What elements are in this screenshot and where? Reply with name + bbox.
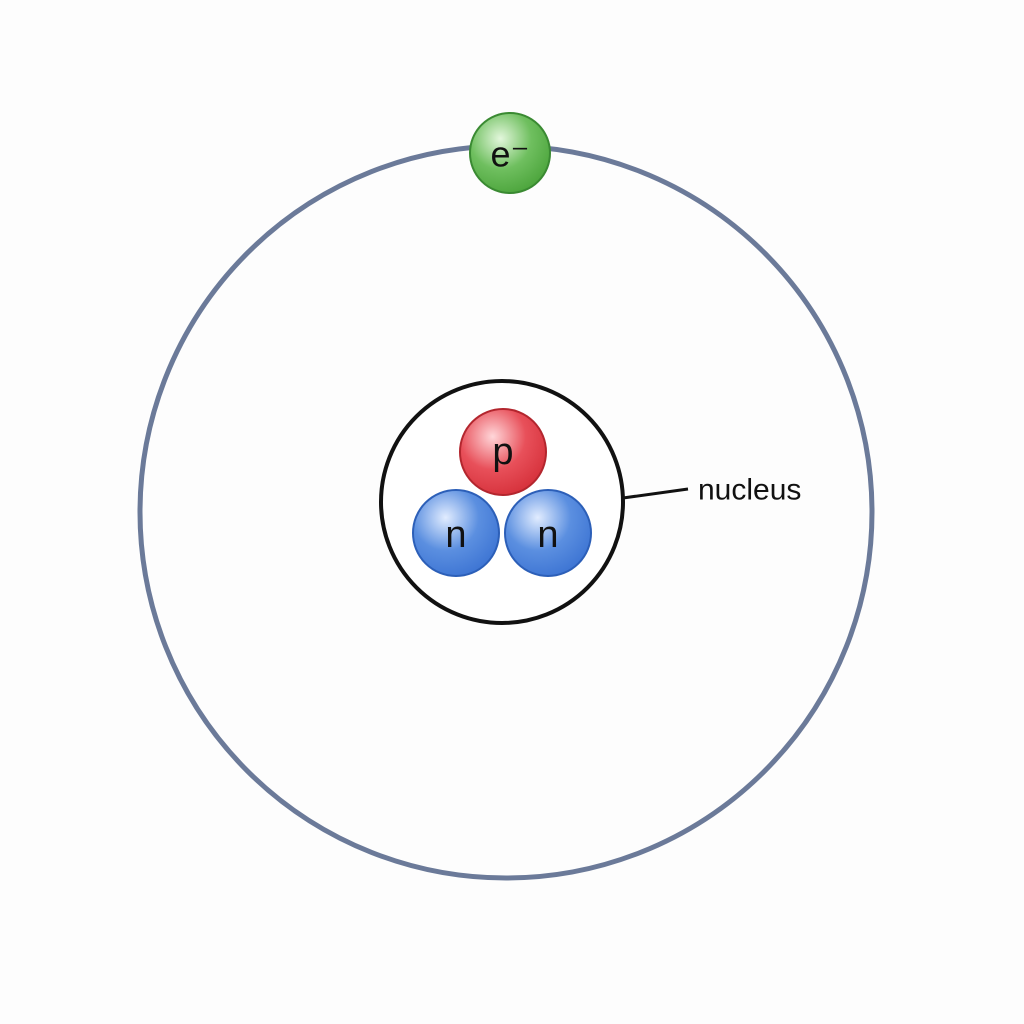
proton: p [459, 408, 547, 496]
electron: e⁻ [469, 112, 551, 194]
neutron-left-circle [412, 489, 500, 577]
neutron-right: n [504, 489, 592, 577]
neutron-left-label: n [445, 514, 466, 556]
neutron-right-circle [504, 489, 592, 577]
electron-label: e⁻ [490, 134, 529, 175]
electron-circle [469, 112, 551, 194]
proton-circle [459, 408, 547, 496]
neutron-right-label: n [537, 514, 558, 556]
proton-label: p [492, 431, 513, 473]
nucleus-label: nucleus [698, 474, 801, 507]
neutron-left: n [412, 489, 500, 577]
nucleus-callout-line [622, 487, 689, 500]
